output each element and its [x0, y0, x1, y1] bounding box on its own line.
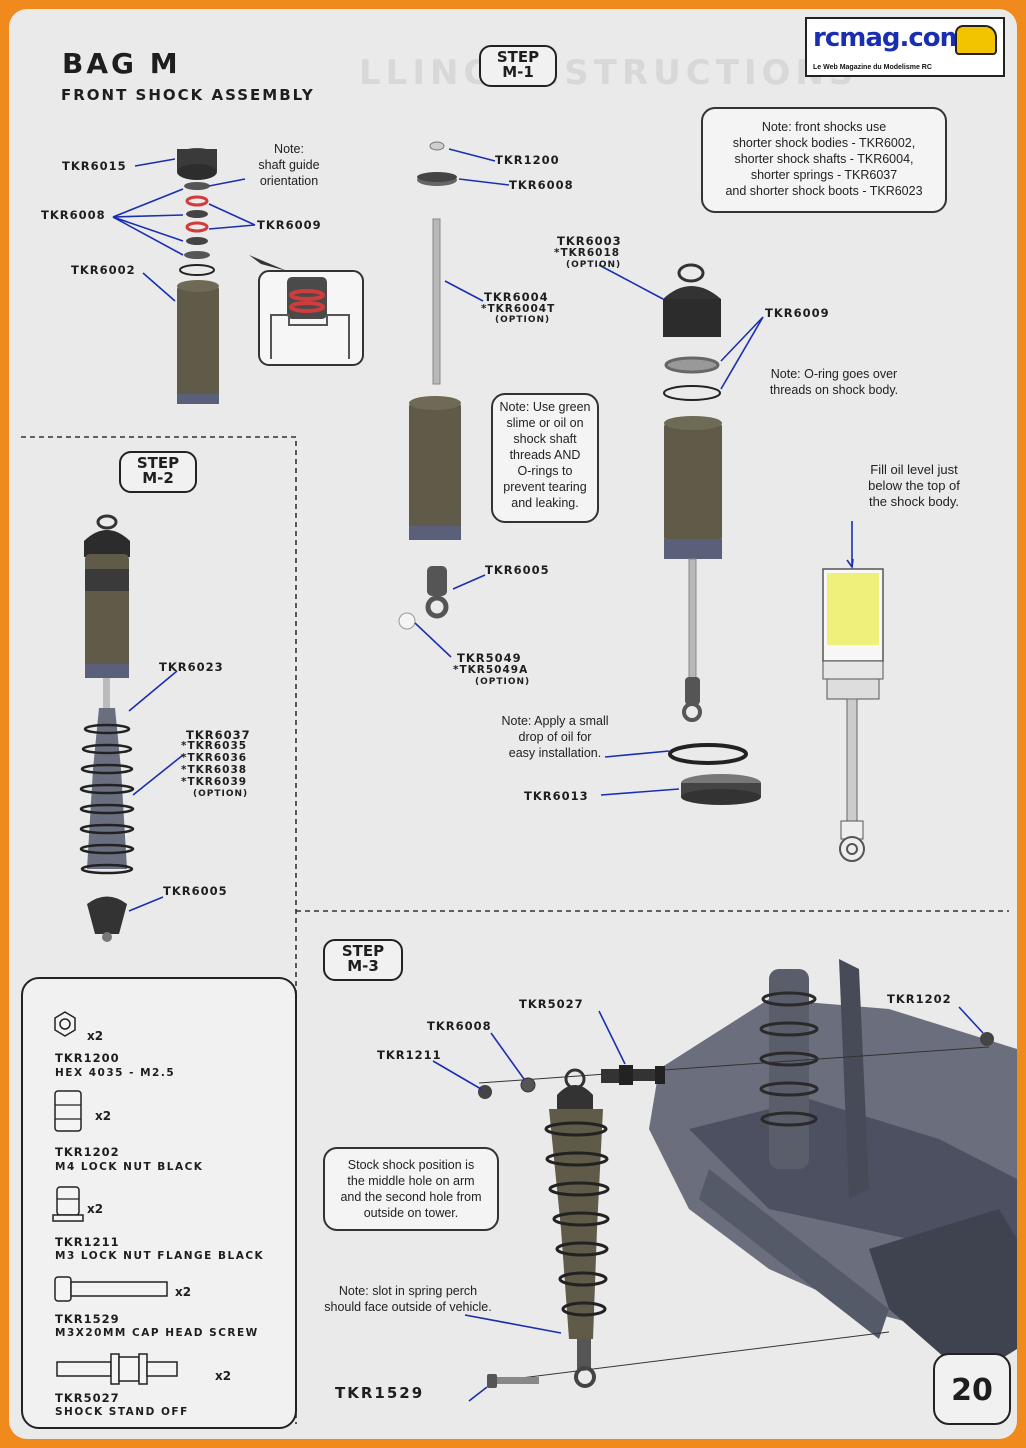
label-tkr1202: TKR1202: [887, 992, 952, 1006]
label-tkr6023: TKR6023: [159, 660, 224, 674]
step-m1-badge: Step M-1: [479, 45, 557, 87]
page-subtitle: Front Shock Assembly: [61, 86, 315, 104]
label-tkr6009-right: TKR6009: [765, 306, 830, 320]
shock-with-spring: [79, 514, 135, 942]
label-tkr5049a: *TKR5049A: [453, 664, 529, 676]
hw-tkr1200-part: TKR1200: [55, 1051, 120, 1065]
label-tkr6008-top: TKR6008: [509, 178, 574, 192]
rcmag-logo: rcmag.com Le Web Magazine du Modelisme R…: [805, 17, 1005, 77]
hw-tkr1211-desc: M3 Lock Nut Flange Black: [55, 1250, 265, 1262]
label-tkr6037: TKR6037: [186, 728, 251, 742]
label-tkr6008-left: TKR6008: [41, 208, 106, 222]
note-stock-position-bubble: [323, 1147, 499, 1231]
label-tkr5049: TKR5049: [457, 651, 522, 665]
label-tkr6038: *TKR6038: [181, 764, 248, 776]
label-tkr6013: TKR6013: [524, 789, 589, 803]
svg-text:LLING INSTRUCTIONS: LLING INSTRUCTIONS: [359, 53, 858, 93]
step-m2-badge: Step M-2: [119, 451, 197, 493]
manual-page: LLING INSTRUCTIONS: [9, 9, 1017, 1439]
hw-tkr1529-part: TKR1529: [55, 1312, 120, 1326]
note-drop-oil: Note: Apply a small drop of oil for easy…: [501, 714, 609, 760]
standoff-part: [601, 1065, 665, 1085]
qty-tkr1529: x2: [175, 1285, 192, 1299]
hex-nut-icon: [54, 1011, 76, 1037]
label-tkr6036: *TKR6036: [181, 752, 248, 764]
qty-tkr1202: x2: [95, 1109, 112, 1123]
label-tkr1211: TKR1211: [377, 1048, 442, 1062]
label-tkr1200: TKR1200: [495, 153, 560, 167]
logo-tagline: Le Web Magazine du Modelisme RC: [813, 64, 932, 71]
label-tkr6004t: *TKR6004T: [481, 303, 556, 315]
label-tkr6002: TKR6002: [71, 263, 136, 277]
logo-car-icon: [955, 25, 997, 55]
label-tkr6015: TKR6015: [62, 159, 127, 173]
step-m3-badge: Step M-3: [323, 939, 403, 981]
label-tkr6004-option: (Option): [495, 315, 551, 325]
label-tkr6035: *TKR6035: [181, 740, 248, 752]
hw-tkr5027-part: TKR5027: [55, 1391, 120, 1405]
cap-screw-icon: [54, 1276, 168, 1302]
qty-tkr5027: x2: [215, 1369, 232, 1383]
hw-tkr1529-desc: M3x20mm Cap Head Screw: [55, 1327, 259, 1339]
oil-fill-shock: [822, 568, 884, 862]
note-shaft-guide: Note: shaft guide orientation: [258, 142, 320, 188]
label-tkr6005-m2: TKR6005: [163, 884, 228, 898]
label-tkr1529: TKR1529: [335, 1384, 425, 1402]
note-green-slime-bubble: [491, 393, 599, 523]
label-tkr6004: TKR6004: [484, 290, 549, 304]
label-m2-option: (Option): [193, 789, 249, 799]
label-tkr6018: *TKR6018: [554, 247, 621, 259]
note-oring: Note: O-ring goes over threads on shock …: [769, 367, 899, 397]
leader-lines: [112, 148, 984, 1402]
page-number: 20: [951, 1373, 993, 1408]
assembly-illustrations: LLING INSTRUCTIONS: [21, 53, 1017, 1424]
label-tkr6018-option: (Option): [566, 260, 622, 270]
qty-tkr1211: x2: [87, 1202, 104, 1216]
vehicle-front-end: [649, 959, 1017, 1379]
shaft-guide-stack: [177, 148, 219, 404]
standoff-icon: [56, 1353, 178, 1385]
hardware-box: x2 TKR1200 Hex 4035 - M2.5 x2 TKR1202 M4…: [21, 977, 297, 1429]
hw-tkr5027-desc: Shock Stand Off: [55, 1406, 189, 1418]
hardware-icons: [52, 1011, 178, 1385]
note-front-shocks-bubble: [701, 107, 947, 213]
label-tkr6003: TKR6003: [557, 234, 622, 248]
label-tkr6039: *TKR6039: [181, 776, 248, 788]
note-stock-position: Stock shock position is the middle hole …: [340, 1158, 482, 1220]
qty-tkr1200: x2: [87, 1029, 104, 1043]
cap-screw-m3: [487, 1374, 539, 1388]
hw-tkr1202-desc: M4 Lock Nut Black: [55, 1161, 204, 1173]
flange-nut-icon: [52, 1186, 84, 1222]
note-fill-oil: Fill oil level just below the top of the…: [868, 462, 960, 509]
note-slot: Note: slot in spring perch should face o…: [324, 1284, 492, 1314]
note-front-shocks: Note: front shocks use shorter shock bod…: [725, 120, 923, 198]
shock-assembled-right: [663, 263, 761, 805]
label-tkr6005: TKR6005: [485, 563, 550, 577]
hw-tkr1211-part: TKR1211: [55, 1235, 120, 1249]
page-title: Bag M: [62, 47, 181, 80]
page-number-badge: 20: [933, 1353, 1011, 1425]
logo-text: rcmag.com: [813, 23, 967, 53]
hw-tkr1200-desc: Hex 4035 - M2.5: [55, 1067, 176, 1079]
label-tkr6009-left: TKR6009: [257, 218, 322, 232]
label-tkr5027: TKR5027: [519, 997, 584, 1011]
note-green-slime: Note: Use green slime or oil on shock sh…: [499, 400, 591, 510]
shock-shaft-parts: [398, 141, 461, 630]
label-tkr6008-m3: TKR6008: [427, 1019, 492, 1033]
lock-nut-icon: [54, 1090, 82, 1132]
shock-m3: [544, 1068, 610, 1388]
label-tkr5049-option: (Option): [475, 677, 531, 687]
hw-tkr1202-part: TKR1202: [55, 1145, 120, 1159]
